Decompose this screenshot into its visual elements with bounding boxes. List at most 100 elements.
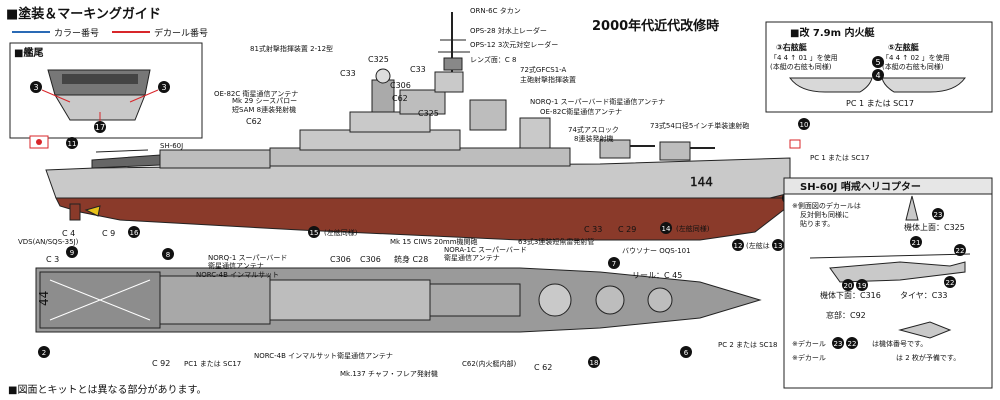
label-top-c62: C 62	[534, 363, 552, 372]
heli-note1: ※側面図のデカールは	[792, 201, 861, 210]
label-port-is: (左舷は	[746, 241, 770, 250]
heli-body-label: 機体上面：C325	[904, 222, 965, 232]
legend-color-text: カラー番号	[54, 27, 99, 39]
hull-number: 144	[690, 175, 713, 189]
label-top-norc4b: NORC-4B インマルサット	[196, 271, 279, 279]
label-c62b: C62	[246, 117, 262, 126]
boat-box-title: ■改 7.9m 内火艇	[790, 26, 876, 39]
boat-right-note2: (本艇の右舷も同様)	[882, 62, 944, 71]
label-gfcs: 72式GFCS1-A	[520, 65, 567, 74]
heli-window-label: 窓部：C92	[826, 310, 866, 320]
label-top-norq1d: 衛星通信アンテナ	[444, 253, 500, 262]
label-gun: 73式54口径5インチ単装速射砲	[650, 121, 749, 130]
label-top-pc1: PC1 または SC17	[184, 360, 241, 368]
label-asroc2: 8連装発射機	[574, 134, 613, 143]
heli-note2: 反対側も同様に	[800, 210, 849, 219]
ship-top-view: 44	[35, 267, 762, 333]
svg-text:4: 4	[875, 71, 880, 80]
badge-13: 13	[774, 242, 783, 250]
svg-text:3: 3	[33, 83, 38, 92]
badge-7: 7	[612, 260, 616, 268]
label-c325a: C325	[368, 55, 389, 64]
label-port-same: (左舷同様)	[324, 228, 358, 237]
boat-footer: PC 1 または SC17	[846, 99, 914, 108]
label-gfcs2: 主砲射撃指揮装置	[520, 75, 576, 84]
stern-box-title: ■艦尾	[14, 46, 43, 59]
badge-18: 18	[590, 359, 599, 367]
badge-boat-4	[872, 69, 884, 81]
label-top-barrel: 銃身 C28	[394, 254, 428, 264]
heli-note3: 貼ります。	[800, 219, 834, 228]
label-orn6c: ORN-6C タカン	[470, 6, 521, 15]
badge-9: 9	[70, 249, 74, 257]
label-top-norq1b: 衛星通信アンテナ	[208, 261, 264, 270]
label-top-norq1: NORQ-1 スーパーバード	[208, 254, 287, 262]
label-asroc: 74式アスロック	[568, 125, 619, 134]
badge-12: 12	[734, 242, 743, 250]
legend-decal-text: デカール番号	[154, 27, 208, 39]
label-mk29b: 短SAM 8連装発射機	[232, 105, 296, 114]
label-pc1-side: PC 1 または SC17	[810, 154, 869, 162]
heli-front	[898, 321, 952, 339]
label-c33a: C33	[340, 69, 356, 78]
svg-text:21: 21	[912, 239, 921, 247]
label-ops28: OPS-28 対水上レーダー	[470, 26, 547, 35]
label-top-norq1c: NORA-1C スーパーバード	[444, 246, 527, 254]
boat-left-note2: (本艇の右舷も同様)	[770, 62, 832, 71]
label-port-same2: (左舷同様)	[676, 224, 710, 233]
badge-stern-left	[30, 81, 42, 93]
label-oe82c-right: OE-82C衛星通信アンテナ	[540, 107, 622, 116]
label-c4: C 4	[62, 229, 75, 238]
label-top-reel: リール：C 45	[632, 271, 682, 280]
label-fcs81: 81式射撃指揮装置 2-12型	[250, 44, 333, 53]
label-lens: レンズ面：C 8	[470, 55, 516, 64]
label-c29: C 29	[618, 225, 636, 234]
top-badges: 9 8 2 7 18 6	[38, 246, 692, 368]
badge-boat-5	[872, 56, 884, 68]
guide-title: ■塗装＆マーキングガイド	[6, 6, 161, 22]
label-top-c3: C 3	[46, 255, 59, 264]
label-c33b: C33	[410, 65, 426, 74]
label-sh60j-side: SH-60J	[160, 142, 183, 150]
label-sonar: バウソナー OQS-101	[622, 247, 691, 255]
svg-text:23: 23	[934, 211, 943, 219]
badge-15: 15	[310, 229, 319, 237]
badge-stern-bottom	[94, 121, 106, 133]
heli-note4: ※デカール	[792, 339, 826, 348]
label-top-pc2: PC 2 または SC18	[718, 341, 777, 349]
side-labels: ORN-6C タカン OPS-28 対水上レーダー OPS-12 3次元対空レー…	[18, 6, 869, 255]
heli-box	[783, 177, 993, 389]
svg-text:20: 20	[844, 282, 853, 290]
footnote: ■図面とキットとは異なる部分があります。	[8, 383, 206, 396]
heli-badges: 23 21 22 22 20 19 23 22	[832, 208, 966, 349]
top-labels: NORQ-1 スーパーバード 衛星通信アンテナ NORC-4B インマルサット …	[46, 237, 777, 378]
label-c306: C306	[390, 81, 411, 90]
svg-text:22: 22	[848, 340, 857, 348]
heli-note4b: は機体番号です。	[872, 339, 927, 348]
badge-8: 8	[166, 251, 170, 259]
label-ops12: OPS-12 3次元対空レーダー	[470, 40, 558, 49]
badge-11: 11	[68, 140, 77, 148]
label-c62: C62	[392, 94, 408, 103]
svg-text:17: 17	[95, 123, 105, 132]
label-top-c92: C 92	[152, 359, 170, 368]
badge-10: 10	[800, 121, 809, 129]
svg-text:22: 22	[946, 279, 955, 287]
badge-6: 6	[684, 349, 689, 357]
label-c9: C 9	[102, 229, 115, 238]
svg-text:22: 22	[956, 247, 965, 255]
svg-text:5: 5	[875, 58, 880, 67]
heli-tire-label: タイヤ：C33	[900, 291, 948, 300]
heli-note5: ※デカール	[792, 353, 826, 362]
heli-note5b: は 2 枚が予備です。	[896, 353, 960, 362]
boat-right-shape	[881, 77, 966, 93]
heli-top-mini	[905, 195, 919, 221]
svg-text:3: 3	[161, 83, 166, 92]
stern-deck	[62, 74, 138, 84]
label-torpedo: 63式3連装短魚雷発射管	[518, 237, 594, 246]
label-top-c62in: C62(内火艇内部)	[462, 359, 517, 368]
badge-16: 16	[130, 229, 139, 237]
label-c325b: C325	[418, 109, 439, 118]
